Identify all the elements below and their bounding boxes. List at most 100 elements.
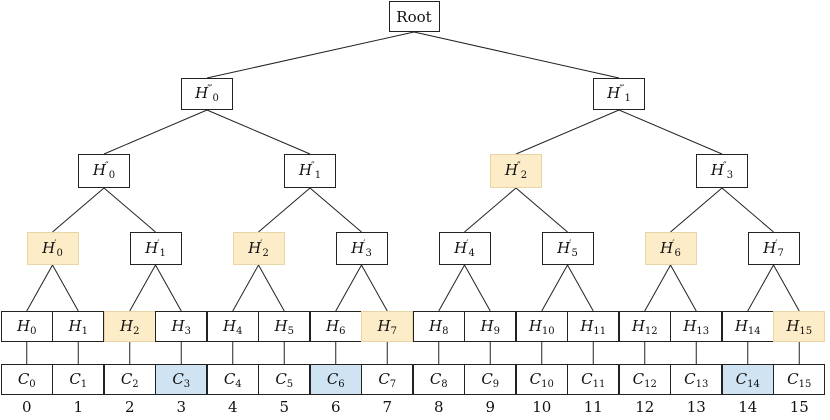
hash-node-l0-0: H‴0: [181, 78, 233, 110]
commitment-node-11: C11: [567, 364, 620, 395]
edge-l0-1-a: [515, 109, 620, 155]
hash-node-l3-9: H9: [464, 311, 517, 342]
position-label: 15: [789, 398, 809, 416]
node-label: H8: [429, 316, 449, 337]
node-label: H″0: [92, 161, 116, 181]
edge-l1-3-a: [670, 187, 723, 233]
edge-l0-0-a: [103, 109, 208, 155]
edge-l2-5-a: [541, 264, 568, 312]
node-label: H″3: [710, 161, 734, 181]
node-label: H14: [734, 316, 761, 337]
node-label: C3: [172, 369, 191, 390]
node-label: H0: [17, 316, 37, 337]
edge-l2-0-b: [52, 264, 79, 312]
node-label: C9: [481, 369, 500, 390]
node-label: H10: [528, 316, 555, 337]
edge-l0-1-b: [618, 109, 723, 155]
position-label: 11: [583, 398, 603, 416]
node-label: H9: [480, 316, 500, 337]
node-label: C10: [529, 369, 554, 390]
edge-l2-7-a: [747, 264, 774, 312]
root-node: Root: [388, 1, 440, 32]
node-label: H‴1: [607, 84, 631, 104]
commitment-node-3: C3: [155, 364, 208, 395]
edge-l1-1-b: [309, 187, 362, 233]
commitment-node-14: C14: [721, 364, 774, 395]
hash-node-l3-8: H8: [412, 311, 465, 342]
edge-l1-0-b: [103, 187, 156, 233]
hash-node-l3-12: H12: [618, 311, 671, 342]
hash-node-l3-11: H11: [567, 311, 620, 342]
edge-l1-3-b: [721, 187, 774, 233]
node-label: H′2: [248, 238, 269, 259]
node-label: H′3: [351, 238, 372, 259]
edge-root-l0-0: [206, 31, 415, 79]
edge-l2-1-a: [129, 264, 156, 312]
position-label: 13: [686, 398, 706, 416]
position-label: 5: [279, 398, 290, 416]
hash-node-l2-5: H′5: [541, 232, 594, 265]
hash-node-l1-2: H″2: [490, 154, 542, 188]
hash-node-l3-4: H4: [206, 311, 259, 342]
node-label: H″2: [504, 161, 528, 181]
hash-node-l2-0: H′0: [26, 232, 79, 265]
hash-node-l3-10: H10: [515, 311, 568, 342]
edge-l2-3-b: [361, 264, 388, 312]
commitment-node-9: C9: [464, 364, 517, 395]
node-label: H″1: [298, 161, 322, 181]
edge-l2-3-a: [335, 264, 362, 312]
hash-node-l2-3: H′3: [335, 232, 388, 265]
node-label: C0: [17, 369, 36, 390]
node-label: H‴0: [195, 84, 219, 104]
node-label: C1: [69, 369, 88, 390]
node-label: H′0: [42, 238, 63, 259]
position-label: 0: [21, 398, 32, 416]
node-label: H6: [326, 316, 346, 337]
node-label: C8: [429, 369, 448, 390]
edge-l2-1-b: [155, 264, 182, 312]
position-label: 14: [738, 398, 758, 416]
node-label: C14: [735, 369, 760, 390]
node-label: C4: [223, 369, 242, 390]
hash-node-l2-1: H′1: [129, 232, 182, 265]
node-label: H′5: [557, 238, 578, 259]
hash-node-l2-7: H′7: [747, 232, 800, 265]
position-label: 4: [227, 398, 238, 416]
commitment-node-7: C7: [361, 364, 414, 395]
hash-node-l3-1: H1: [52, 311, 105, 342]
position-label: 2: [124, 398, 135, 416]
node-label: H2: [120, 316, 140, 337]
hash-node-l1-3: H″3: [696, 154, 748, 188]
hash-node-l2-6: H′6: [644, 232, 697, 265]
node-label: H12: [631, 316, 658, 337]
node-label: H15: [786, 316, 813, 337]
edge-l1-0-a: [52, 187, 105, 233]
commitment-node-13: C13: [670, 364, 723, 395]
edge-l1-2-a: [464, 187, 517, 233]
position-label: 10: [532, 398, 552, 416]
node-label: H5: [274, 316, 294, 337]
commitment-node-1: C1: [52, 364, 105, 395]
node-label: C2: [120, 369, 139, 390]
node-label: C11: [581, 369, 606, 390]
commitment-node-12: C12: [618, 364, 671, 395]
commitment-node-10: C10: [515, 364, 568, 395]
edge-l2-6-b: [670, 264, 697, 312]
edge-l1-1-a: [258, 187, 311, 233]
edge-l1-2-b: [515, 187, 568, 233]
edge-root-l0-1: [413, 31, 620, 79]
hash-node-l1-1: H″1: [284, 154, 336, 188]
hash-node-l0-1: H‴1: [593, 78, 645, 110]
node-label: C5: [275, 369, 294, 390]
commitment-node-0: C0: [0, 364, 53, 395]
edge-l2-2-a: [232, 264, 259, 312]
node-label: C15: [787, 369, 812, 390]
commitment-node-4: C4: [206, 364, 259, 395]
position-label: 8: [433, 398, 444, 416]
hash-node-l3-2: H2: [103, 311, 156, 342]
edge-l2-6-a: [644, 264, 671, 312]
edge-l2-4-b: [464, 264, 491, 312]
node-label: C6: [326, 369, 345, 390]
